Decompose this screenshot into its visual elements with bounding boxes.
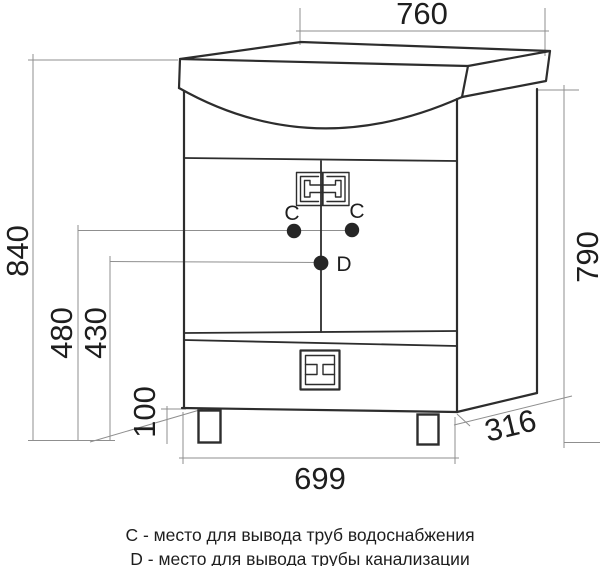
extension-line xyxy=(109,261,322,263)
drawer-top-edge xyxy=(183,339,458,347)
handle-outer xyxy=(322,171,350,207)
dim-depth-316: 316 xyxy=(453,395,573,449)
dim-value-316: 316 xyxy=(481,403,539,449)
hole-label-c-left: C xyxy=(284,202,299,225)
dim-value-699: 699 xyxy=(294,461,346,496)
doors-top-rail xyxy=(183,157,458,162)
dim-feet-height-100: 100 xyxy=(127,386,186,444)
counter-side xyxy=(460,49,552,99)
vanity-cabinet xyxy=(177,40,552,446)
handle-tab-right xyxy=(322,363,336,376)
handle-inner xyxy=(326,175,346,203)
hole-c-left xyxy=(286,223,302,239)
handle-spiral xyxy=(322,179,342,198)
counter-apron-curve xyxy=(177,86,464,130)
foot-left xyxy=(197,409,222,444)
dim-counter-width-760: 760 xyxy=(296,0,549,56)
counter-apron-left-edge xyxy=(177,57,182,90)
pipe-holes: C C D xyxy=(284,200,364,276)
handle-outer xyxy=(299,349,341,391)
dim-side-height-790: 790 xyxy=(538,85,600,448)
dim-c-holes-height-480: 480 xyxy=(44,225,352,440)
dim-value-790: 790 xyxy=(570,231,600,283)
legend: C - место для вывода труб водоснабжения … xyxy=(125,525,474,566)
dim-value-760: 760 xyxy=(396,0,448,31)
dim-total-height-840: 840 xyxy=(0,54,204,443)
door-handle-right xyxy=(322,171,350,207)
dim-d-hole-height-430: 430 xyxy=(78,256,322,440)
handle-inner xyxy=(304,354,336,386)
dim-cabinet-width-699: 699 xyxy=(179,412,459,496)
handle-spiral xyxy=(303,179,324,198)
handle-inner xyxy=(299,175,320,203)
door-handle-left xyxy=(295,171,324,207)
side-panel-bottom-edge xyxy=(455,391,539,414)
counter-apron-right-edge xyxy=(460,64,470,99)
handle-tab-left xyxy=(304,363,318,376)
hole-label-c-right: C xyxy=(349,200,364,223)
foot-right xyxy=(416,413,440,446)
dimension-line xyxy=(453,395,573,426)
drawer-handle xyxy=(299,349,341,391)
dim-value-430: 430 xyxy=(78,307,113,359)
dim-value-840: 840 xyxy=(0,225,35,277)
hole-d xyxy=(313,255,329,271)
dim-value-100: 100 xyxy=(127,386,162,438)
hole-c-right xyxy=(344,222,360,238)
extension-line xyxy=(456,413,471,427)
counter-top xyxy=(178,40,552,68)
body-bottom-edge xyxy=(180,406,459,414)
hole-label-d: D xyxy=(336,253,351,276)
dim-value-480: 480 xyxy=(44,307,79,359)
extension-line xyxy=(89,408,204,443)
doors-bottom-edge xyxy=(183,330,458,334)
legend-line-d: D - место для вывода трубы канализации xyxy=(130,549,469,566)
legend-line-c: C - место для вывода труб водоснабжения xyxy=(125,525,474,545)
